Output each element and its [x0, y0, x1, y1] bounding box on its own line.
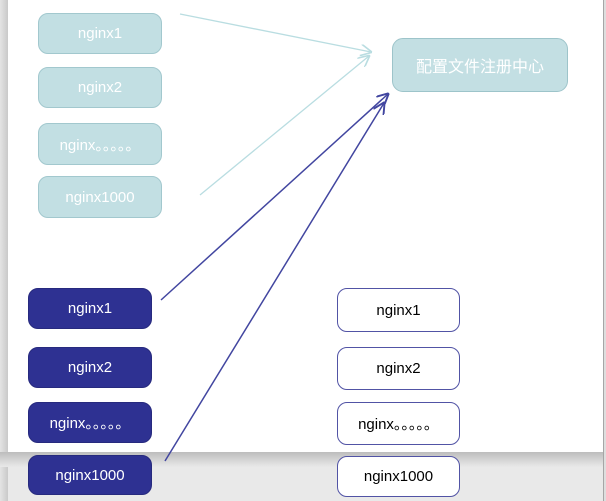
node-label: nginx2 [77, 79, 123, 96]
bottom-right-nginx1000-node: nginx1000 [337, 456, 460, 497]
page-left-gutter [0, 0, 8, 501]
node-label: nginx1000 [55, 466, 125, 484]
node-label: nginx。。。。。 [358, 416, 439, 433]
bottom-left-nginx1000-node: nginx1000 [28, 455, 152, 495]
node-label: nginx1000 [363, 468, 434, 485]
top-nginx2-node: nginx2 [38, 67, 162, 108]
node-label: nginx1 [77, 25, 123, 42]
node-label: nginx2 [376, 360, 421, 377]
right-edge-strip [604, 0, 606, 501]
bottom-right-nginx-ellipsis-node: nginx。。。。。 [337, 402, 460, 445]
bottom-left-nginx2-node: nginx2 [28, 347, 152, 388]
node-label: nginx1 [67, 300, 113, 317]
registry-node-label: 配置文件注册中心 [415, 59, 544, 76]
node-label: nginx。。。。。 [59, 136, 141, 154]
node-label: nginx1000 [65, 188, 135, 206]
top-nginx-ellipsis-node: nginx。。。。。 [38, 123, 162, 165]
node-label: nginx1 [376, 301, 421, 319]
node-label: nginx2 [67, 359, 113, 376]
top-nginx1000-node: nginx1000 [38, 176, 162, 218]
top-nginx1-node: nginx1 [38, 13, 162, 54]
node-label: nginx。。。。。 [49, 415, 131, 432]
registry-node: 配置文件注册中心 [392, 38, 568, 92]
bottom-left-nginx1-node: nginx1 [28, 288, 152, 329]
right-edge-line [603, 0, 604, 501]
bottom-right-nginx2-node: nginx2 [337, 347, 460, 390]
bottom-left-nginx-ellipsis-node: nginx。。。。。 [28, 402, 152, 443]
bottom-right-nginx1-node: nginx1 [337, 288, 460, 332]
